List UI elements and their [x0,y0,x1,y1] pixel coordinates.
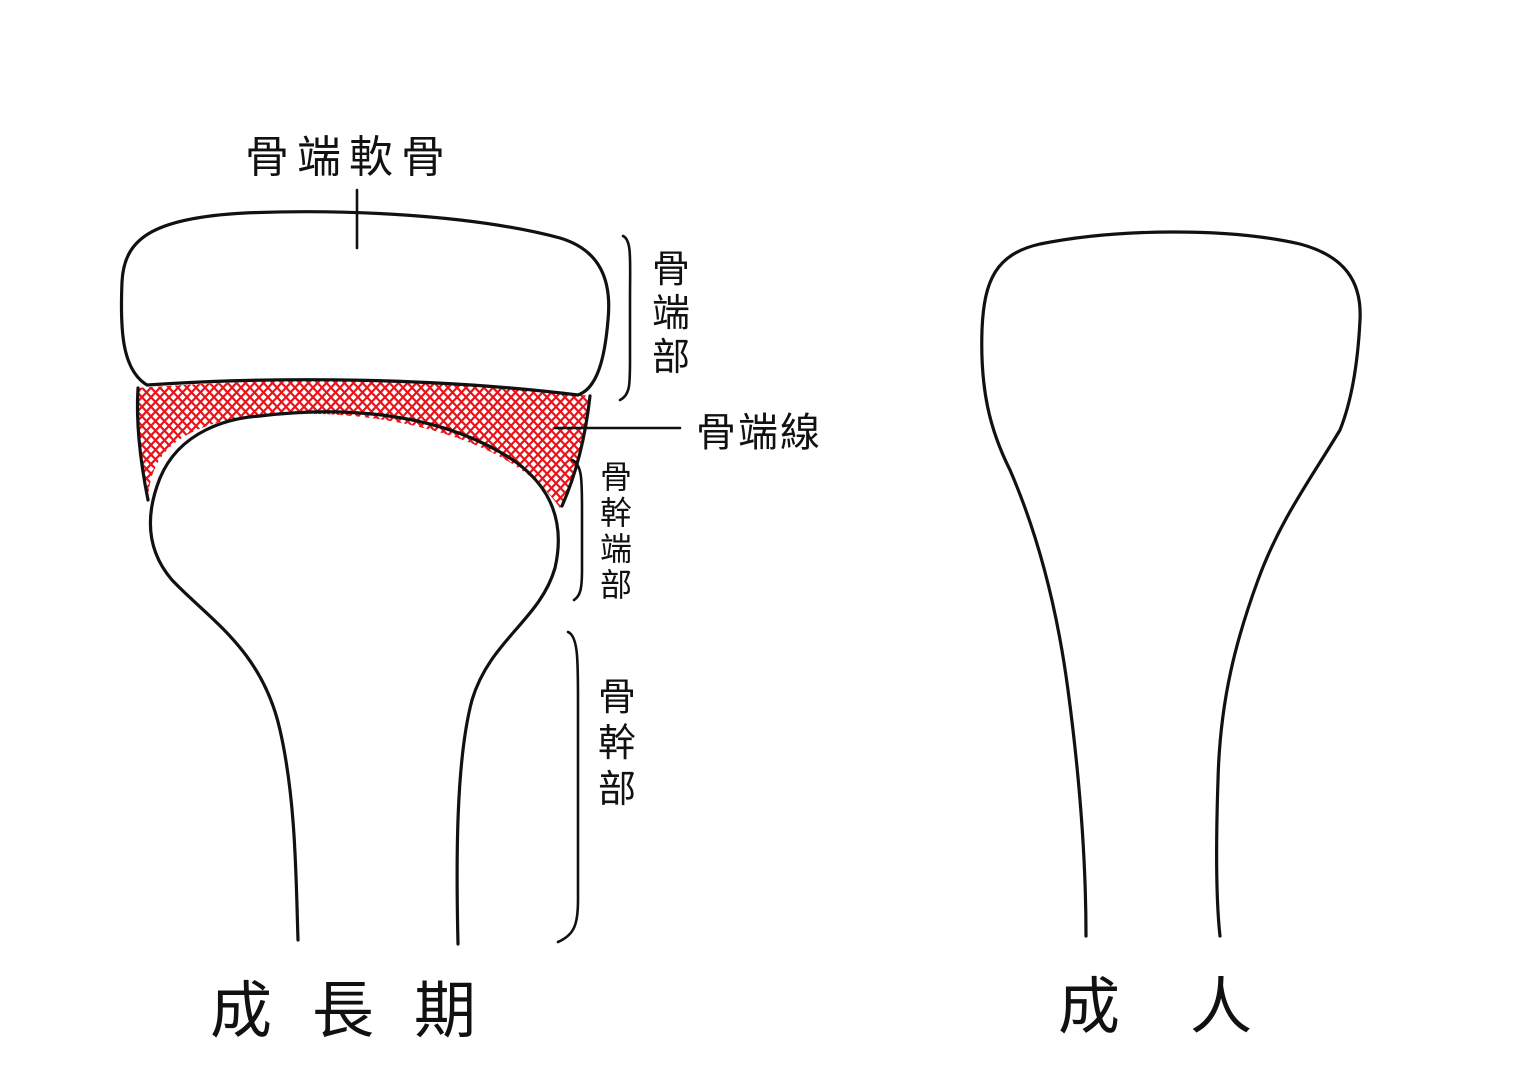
epiphyseal-cartilage-label: 骨端軟骨 [245,132,453,183]
growth-plate-outline [135,386,150,502]
epiphysis-cap-outline [119,210,611,397]
adult-bone-outline [980,230,1362,938]
growth-plate-outline-right [560,394,592,508]
epiphysis-label: 骨 端 部 [652,247,702,379]
growth-period-caption: 成長期 [210,974,516,1047]
epiphysis-bracket [618,234,632,402]
metaphysis-bracket [570,458,584,602]
growth-shaft-outline [148,410,560,946]
epiphyseal-line-label: 骨端線 [696,410,822,456]
adult-caption: 成人 [1058,970,1322,1043]
diaphysis-label: 骨 幹 部 [598,675,648,811]
growth-period-bone [119,210,611,946]
diaphysis-bracket [556,630,580,944]
metaphysis-label: 骨 幹 端 部 [600,458,642,604]
